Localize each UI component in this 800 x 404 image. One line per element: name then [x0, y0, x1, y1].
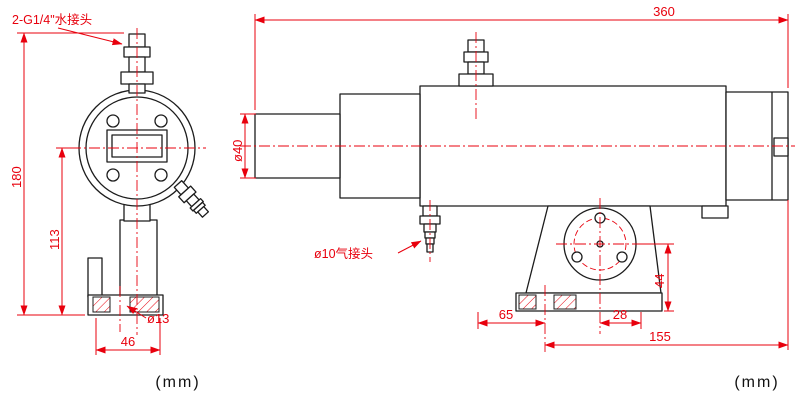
section-hatch-right — [129, 296, 160, 313]
bolt-hole — [616, 251, 628, 263]
screw — [106, 114, 120, 128]
dim-base-offset: 28 — [599, 307, 642, 329]
dim-text-44: 44 — [652, 274, 667, 288]
dim-overall-length: 360 — [254, 4, 789, 110]
dim-overall-height: 180 — [9, 32, 124, 316]
bolt-hole — [571, 251, 583, 263]
dim-text-113: 113 — [47, 229, 62, 250]
base-hatch-left — [518, 294, 537, 310]
water-connector-label: 2-G1/4"水接头 — [12, 12, 92, 27]
dim-lens-diameter: ø40 — [230, 113, 256, 179]
dim-text-46: 46 — [121, 334, 135, 349]
dim-hole-diameter: ø13 — [126, 305, 169, 326]
section-hatch-left — [92, 296, 111, 313]
base-hatch-right — [553, 294, 577, 310]
dim-flange-height: 44 — [638, 243, 674, 312]
water-connector-callout: 2-G1/4"水接头 — [12, 12, 123, 46]
dim-text-65: 65 — [499, 307, 513, 322]
unit-label-right: (mm) — [734, 374, 779, 391]
air-connector-label: ø10气接头 — [314, 246, 373, 261]
front-bracket — [87, 219, 164, 316]
dim-center-to-base: 113 — [47, 147, 77, 316]
dim-text-hole: ø13 — [147, 311, 169, 326]
screw — [154, 168, 168, 182]
bottom-tab — [701, 205, 729, 219]
side-bracket — [515, 205, 663, 312]
screw — [106, 168, 120, 182]
dim-front-offset: 65 — [477, 307, 546, 329]
dim-text-360: 360 — [653, 4, 675, 19]
front-view: 180 113 46 ø13 2-G1/4"水接头 (mm) — [9, 12, 210, 391]
base-plate — [515, 292, 663, 312]
dim-text-155: 155 — [649, 329, 671, 344]
side-hose-fitting — [173, 180, 210, 218]
air-connector-callout: ø10气接头 — [314, 240, 422, 261]
dim-mount-to-rear: 155 — [544, 200, 789, 350]
sensor-body — [254, 85, 789, 219]
side-view: 360 ø40 ø10气接头 44 65 — [230, 4, 795, 391]
screw — [154, 114, 168, 128]
dim-text-28: 28 — [613, 307, 627, 322]
dim-text-180: 180 — [9, 166, 24, 188]
dim-base-width: 46 — [95, 318, 161, 355]
dim-text-d40: ø40 — [230, 140, 245, 162]
unit-label-left: (mm) — [155, 374, 200, 391]
rear-notch — [773, 137, 789, 157]
